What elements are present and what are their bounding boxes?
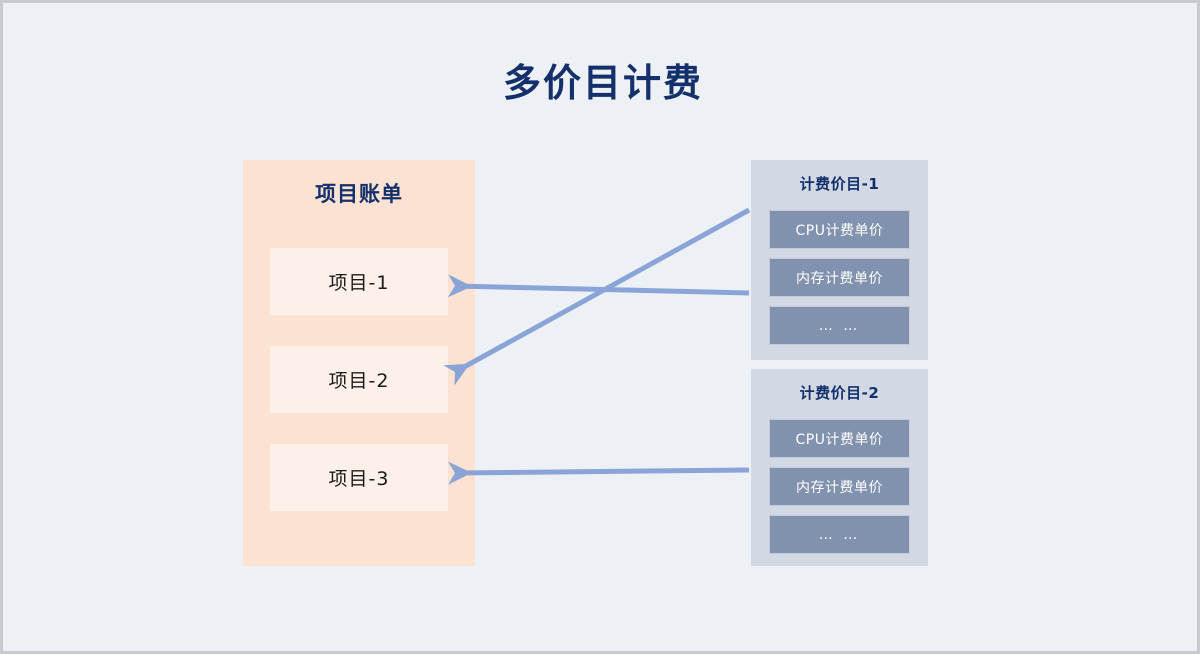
bill-panel: 项目账单 项目-1 项目-2 项目-3 xyxy=(243,160,475,566)
arrow-price2-memory-to-item3 xyxy=(447,461,750,485)
bill-item[interactable]: 项目-1 xyxy=(270,248,448,315)
bill-item[interactable]: 项目-2 xyxy=(270,346,448,413)
price-item-label: 内存计费单价 xyxy=(796,270,883,287)
price-panel-2-title: 计费价目-2 xyxy=(799,384,880,402)
bill-item-list: 项目-1 项目-2 项目-3 xyxy=(270,248,448,542)
price-item-more[interactable]: … … xyxy=(769,515,910,554)
price-panel-2: 计费价目-2 CPU计费单价 内存计费单价 … … xyxy=(751,369,928,566)
arrow-price1-memory-to-item1 xyxy=(447,274,750,298)
price-panel-2-item-list: CPU计费单价 内存计费单价 … … xyxy=(769,419,910,563)
price-item-memory[interactable]: 内存计费单价 xyxy=(769,467,910,506)
bill-item-label: 项目-3 xyxy=(328,468,390,490)
bill-item[interactable]: 项目-3 xyxy=(270,444,448,511)
price-panel-1-item-list: CPU计费单价 内存计费单价 … … xyxy=(769,210,910,354)
arrow-price1-cpu-to-item2 xyxy=(443,207,751,386)
price-item-label: … … xyxy=(818,526,861,543)
bill-panel-title: 项目账单 xyxy=(315,182,403,206)
price-panel-1-title: 计费价目-1 xyxy=(799,175,880,193)
bill-item-label: 项目-2 xyxy=(328,370,390,392)
bill-item-label: 项目-1 xyxy=(328,272,390,294)
price-item-label: … … xyxy=(818,317,861,334)
price-item-cpu[interactable]: CPU计费单价 xyxy=(769,210,910,249)
price-item-more[interactable]: … … xyxy=(769,306,910,345)
price-item-label: CPU计费单价 xyxy=(795,222,884,239)
page-title: 多价目计费 xyxy=(502,61,703,105)
price-item-label: CPU计费单价 xyxy=(795,431,884,448)
price-item-cpu[interactable]: CPU计费单价 xyxy=(769,419,910,458)
price-panel-1: 计费价目-1 CPU计费单价 内存计费单价 … … xyxy=(751,160,928,360)
price-item-label: 内存计费单价 xyxy=(796,479,883,496)
price-item-memory[interactable]: 内存计费单价 xyxy=(769,258,910,297)
